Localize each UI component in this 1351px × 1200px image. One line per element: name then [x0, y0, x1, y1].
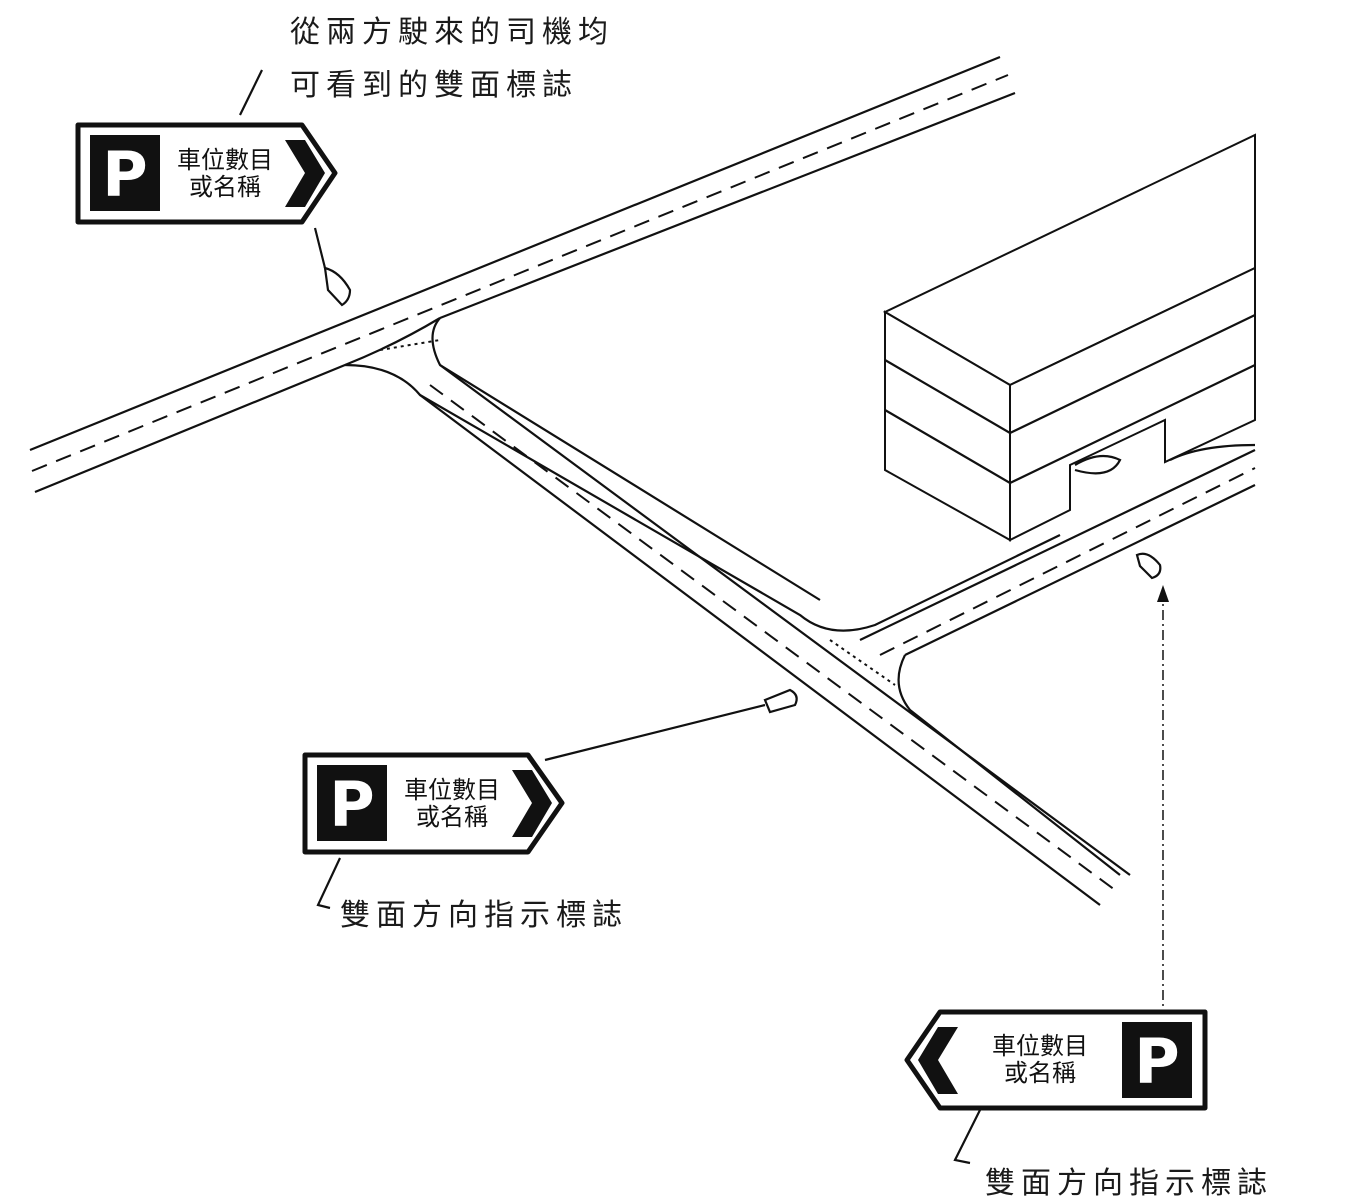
caption-middle: 雙面方向指示標誌 — [340, 898, 628, 933]
p-letter: P — [1134, 1025, 1179, 1098]
sign-line1: 車位數目 — [177, 146, 273, 174]
parking-p-symbol — [317, 765, 387, 841]
parking-sign-2: P 車位數目 或名稱 — [302, 752, 565, 855]
roadside-sign-marker-2 — [763, 688, 798, 714]
p-letter: P — [329, 768, 374, 841]
chevron-right-icon — [285, 140, 325, 207]
leader-line-sign2-caption — [316, 857, 341, 910]
sign-line2: 或名稱 — [189, 173, 261, 201]
caption-top-line2: 可看到的雙面標誌 — [290, 68, 578, 103]
sign-line1: 車位數目 — [992, 1032, 1088, 1060]
leader-line-sign3-caption — [953, 1109, 981, 1165]
roadside-sign-marker-3 — [1135, 552, 1162, 580]
parking-sign-3: 車位數目 或名稱 P — [904, 1009, 1208, 1111]
leader-line-sign1 — [313, 227, 327, 269]
leader-line-sign2 — [544, 703, 766, 762]
chevron-right-icon — [512, 770, 552, 837]
parking-p-symbol — [90, 135, 160, 211]
caption-top-line1: 從兩方駛來的司機均 — [290, 15, 614, 50]
parking-building — [882, 133, 1256, 542]
caption-bottom: 雙面方向指示標誌 — [985, 1166, 1273, 1200]
arrow-head — [1157, 585, 1169, 602]
main-road — [29, 55, 1016, 494]
sign-line2: 或名稱 — [416, 803, 488, 831]
p-letter: P — [102, 138, 147, 211]
sign-line2: 或名稱 — [1004, 1059, 1076, 1087]
sign-line1: 車位數目 — [404, 776, 500, 804]
chevron-left-icon — [918, 1027, 958, 1094]
parking-p-symbol — [1122, 1022, 1192, 1098]
roadside-sign-marker-1 — [323, 266, 352, 307]
parking-sign-1: P 車位數目 或名稱 — [75, 122, 338, 225]
leader-line-top — [239, 69, 263, 116]
side-road — [344, 317, 1256, 906]
